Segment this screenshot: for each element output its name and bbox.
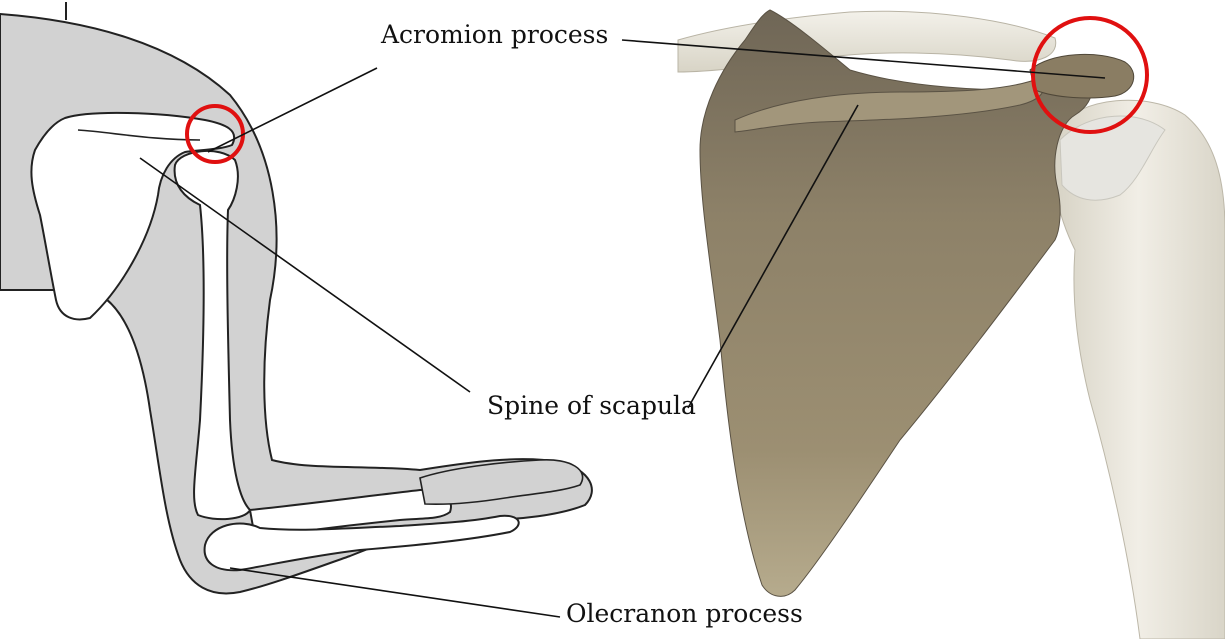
arm-illustration bbox=[0, 2, 592, 593]
acromion-process-label: Acromion process bbox=[381, 22, 608, 47]
olecranon-process-label: Olecranon process bbox=[566, 601, 803, 626]
spine-of-scapula-label: Spine of scapula bbox=[487, 393, 696, 418]
bone-render bbox=[678, 10, 1225, 639]
olecranon-leader bbox=[230, 568, 560, 617]
